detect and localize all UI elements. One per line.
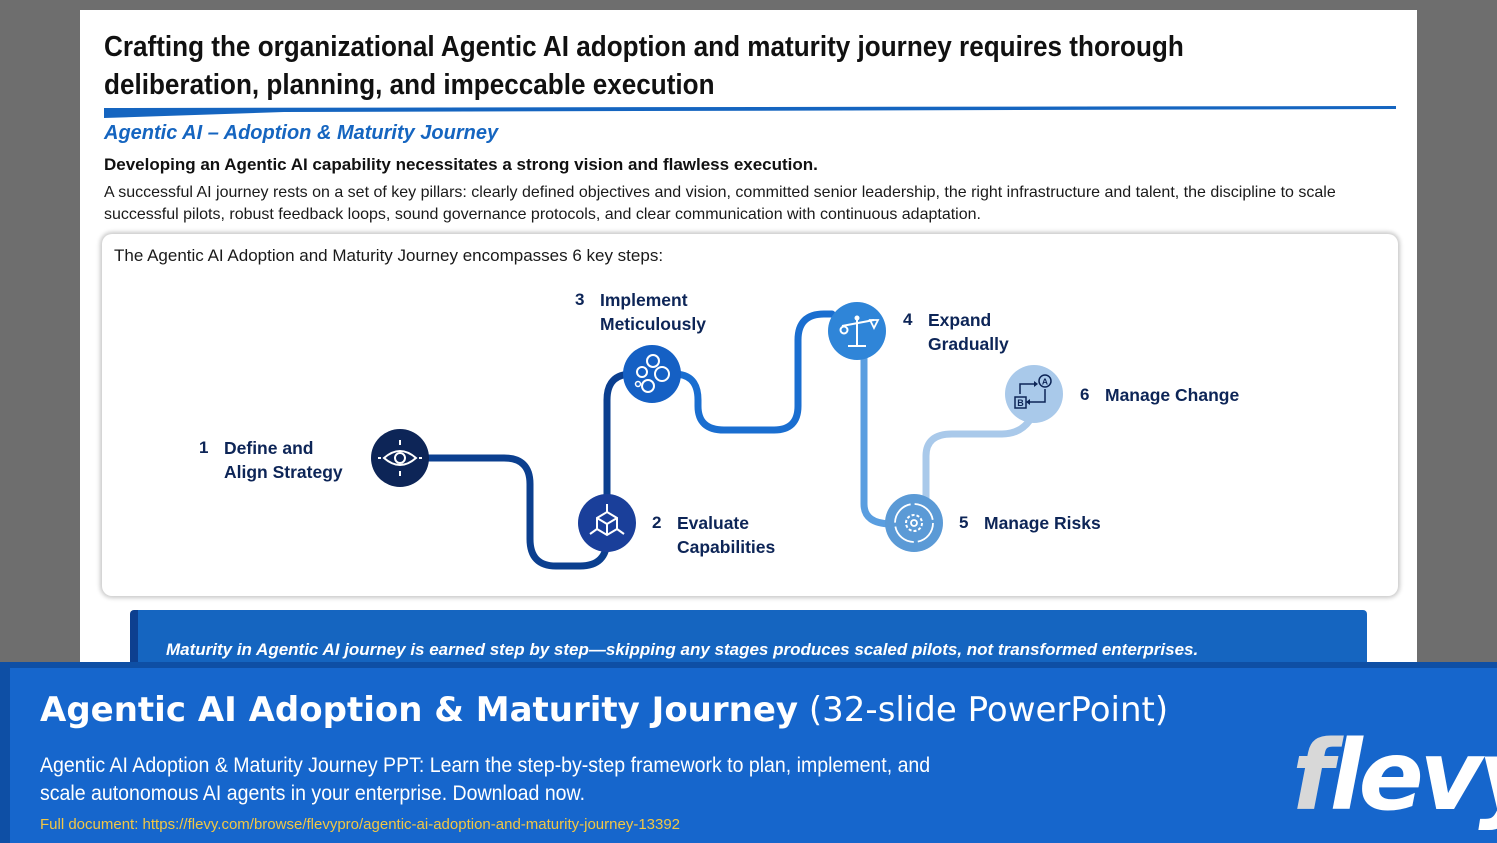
step-title-line2: Meticulously: [600, 314, 706, 334]
step-title-line2: Align Strategy: [224, 462, 343, 482]
step-number: 3: [575, 290, 585, 309]
section-subtitle: Agentic AI – Adoption & Maturity Journey: [104, 122, 499, 144]
journey-path: B A: [371, 302, 1063, 570]
step-title-line1: Define and: [224, 438, 314, 458]
body-paragraph: A successful AI journey rests on a set o…: [104, 184, 1336, 223]
cube-network-icon: [578, 494, 636, 552]
document-description: Agentic AI Adoption & Maturity Journey P…: [40, 754, 931, 805]
slide: Crafting the organizational Agentic AI a…: [80, 10, 1417, 670]
step-title-line1: Implement: [600, 290, 688, 310]
banner-text: Maturity in Agentic AI journey is earned…: [166, 640, 1199, 659]
document-link[interactable]: Full document: https://flevy.com/browse/…: [40, 816, 681, 833]
step-title-line1: Expand: [928, 310, 992, 330]
key-message-banner: Maturity in Agentic AI journey is earned…: [130, 610, 1367, 670]
document-title-format: (32-slide PowerPoint): [808, 690, 1169, 730]
step-number: 6: [1080, 385, 1090, 404]
a-to-b-icon: B A: [1005, 365, 1063, 423]
slide-headline: Crafting the organizational Agentic AI a…: [104, 31, 1184, 101]
scale-balance-icon: [828, 302, 886, 360]
panel-intro: The Agentic AI Adoption and Maturity Jou…: [114, 246, 664, 265]
step-title-line1: Manage Change: [1105, 385, 1240, 405]
footer-content: Agentic AI Adoption & Maturity Journey (…: [10, 668, 1497, 843]
bubbles-icon: [623, 345, 681, 403]
step-number: 4: [903, 310, 913, 329]
svg-text:B: B: [1017, 398, 1024, 408]
step-title-line2: Gradually: [928, 334, 1009, 354]
journey-panel: The Agentic AI Adoption and Maturity Jou…: [102, 234, 1398, 596]
step-number: 5: [959, 513, 969, 532]
step-6-label: 6 Manage Change: [1080, 383, 1239, 407]
lead-statement: Developing an Agentic AI capability nece…: [104, 155, 818, 174]
document-title-main: Agentic AI Adoption & Maturity Journey: [40, 690, 799, 730]
step-number: 2: [652, 513, 662, 532]
document-title: Agentic AI Adoption & Maturity Journey (…: [40, 690, 1168, 730]
gear-cycle-icon: [885, 494, 943, 552]
step-title-line1: Evaluate: [677, 513, 749, 533]
promo-footer: Agentic AI Adoption & Maturity Journey (…: [0, 662, 1497, 843]
svg-text:A: A: [1042, 377, 1048, 387]
step-number: 1: [199, 438, 209, 457]
title-rule: [104, 106, 1396, 118]
step-title-line1: Manage Risks: [984, 513, 1101, 533]
eye-target-icon: [371, 429, 429, 487]
step-title-line2: Capabilities: [677, 537, 776, 557]
flevy-logo[interactable]: flevy: [1292, 720, 1497, 832]
step-5-label: 5 Manage Risks: [959, 511, 1101, 535]
